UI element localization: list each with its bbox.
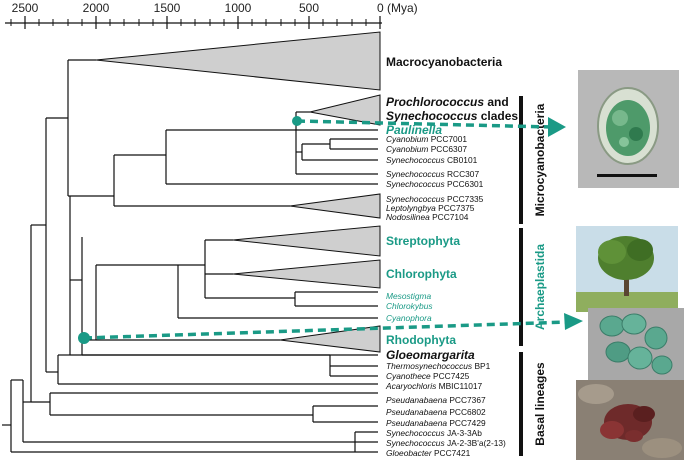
- leaf-pseudanabaena-7429: Pseudanabaena PCC7429: [386, 418, 486, 428]
- leaf-cyanobium-6307: Cyanobium PCC6307: [386, 144, 467, 154]
- leaf-synechococcus-ja3: Synechococcus JA-3-3Ab: [386, 428, 482, 438]
- label-macrocyanobacteria: Macrocyanobacteria: [386, 55, 502, 69]
- tick-label-2500: 2500: [12, 1, 39, 15]
- label-gloeomargarita: Gloeomargarita: [386, 348, 475, 362]
- leaf-synechococcus-rcc307: Synechococcus RCC307: [386, 169, 479, 179]
- leaf-gloeobacter: Gloeobacter PCC7421: [386, 448, 471, 458]
- paulinella-photo: [578, 70, 679, 188]
- label-synechococcus-clades: Synechococcus clades: [386, 109, 518, 123]
- leaf-thermosynechococcus: Thermosynechococcus BP1: [386, 361, 491, 371]
- rhodophyta-triangle: [279, 325, 381, 353]
- plant-tree-photo: [576, 226, 678, 312]
- macrocyanobacteria-triangle: [95, 31, 381, 91]
- archaeplastida-endosymbiosis-arrow: [78, 313, 583, 344]
- leaf-acaryochloris: Acaryochloris MBIC11017: [385, 381, 483, 391]
- red-seaweed-photo: [576, 380, 684, 460]
- tick-label-1500: 1500: [154, 1, 181, 15]
- basal-lineages-bracket: [519, 352, 523, 456]
- leaf-synechococcus-ja2: Synechococcus JA-2-3B'a(2-13): [386, 438, 506, 448]
- time-axis: 2500 2000 1500 1000 500 0 (Mya): [5, 1, 418, 29]
- leaf-leptolyngbya: Leptolyngbya PCC7375: [386, 203, 475, 213]
- leaf-synechococcus-pcc7335: Synechococcus PCC7335: [386, 194, 484, 204]
- leaf-synechococcus-cb0101: Synechococcus CB0101: [386, 155, 478, 165]
- group-label-archaeplastida: Archaeplastida: [533, 244, 547, 330]
- tick-label-0-mya: 0 (Mya): [377, 1, 418, 15]
- label-chlorophyta: Chlorophyta: [386, 267, 457, 281]
- streptophyta-triangle: [232, 225, 381, 257]
- red-alga-cells-photo: [588, 308, 684, 380]
- archaeplastida-node-marker: [78, 332, 90, 344]
- tree-branches: [2, 59, 378, 453]
- paulinella-endosymbiosis-arrow: [292, 116, 566, 137]
- archaeplastida-bracket: [519, 228, 523, 346]
- tick-label-500: 500: [299, 1, 319, 15]
- scale-bar: [597, 174, 657, 177]
- tick-label-2000: 2000: [83, 1, 110, 15]
- leaf-cyanobium-7001: Cyanobium PCC7001: [386, 134, 467, 144]
- prochlorococcus-triangle: [309, 94, 381, 126]
- leaf-nodosilinea: Nodosilinea PCC7104: [386, 212, 469, 222]
- label-prochlorococcus: Prochlorococcus and: [386, 95, 509, 109]
- group-label-microcyanobacteria: Microcyanobacteria: [533, 103, 547, 216]
- synechococcus-7335-triangle: [289, 193, 381, 219]
- leaf-chlorokybus: Chlorokybus: [386, 301, 433, 311]
- leaf-cyanophora: Cyanophora: [386, 313, 432, 323]
- group-label-basal-lineages: Basal lineages: [533, 362, 547, 446]
- microcyanobacteria-bracket: [519, 96, 523, 224]
- chlorophyta-triangle: [232, 259, 381, 289]
- leaf-mesostigma: Mesostigma: [386, 291, 431, 301]
- paulinella-node-marker: [292, 116, 302, 126]
- label-streptophyta: Streptophyta: [386, 234, 460, 248]
- leaf-pseudanabaena-6802: Pseudanabaena PCC6802: [386, 407, 486, 417]
- tick-label-1000: 1000: [225, 1, 252, 15]
- label-rhodophyta: Rhodophyta: [386, 333, 456, 347]
- leaf-pseudanabaena-7367: Pseudanabaena PCC7367: [386, 395, 486, 405]
- leaf-synechococcus-pcc6301: Synechococcus PCC6301: [386, 179, 484, 189]
- label-paulinella: Paulinella: [386, 123, 442, 137]
- leaf-cyanothece: Cyanothece PCC7425: [386, 371, 470, 381]
